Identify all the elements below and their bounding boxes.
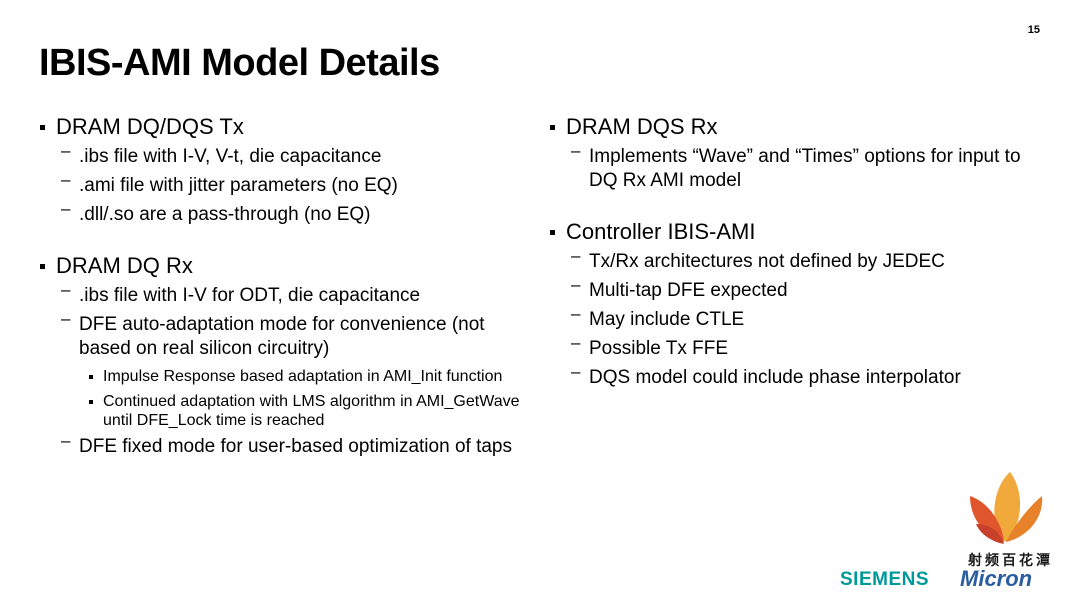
bullet-heading: DRAM DQ/DQS Tx	[40, 114, 520, 140]
square-bullet-icon	[550, 125, 555, 130]
dash-bullet-icon: –	[571, 333, 581, 352]
bullet-heading-text: Controller IBIS-AMI	[566, 219, 756, 244]
sub-bullet: – DFE auto-adaptation mode for convenien…	[40, 309, 520, 361]
bullet-group: Controller IBIS-AMI – Tx/Rx architecture…	[550, 219, 1030, 390]
bullet-group: DRAM DQ/DQS Tx – .ibs file with I-V, V-t…	[40, 114, 520, 227]
square-bullet-icon	[40, 264, 45, 269]
sub-bullet-text: DFE fixed mode for user-based optimizati…	[79, 436, 512, 457]
flower-petal-icon	[1006, 496, 1043, 542]
right-column: DRAM DQS Rx – Implements “Wave” and “Tim…	[550, 114, 1030, 416]
sub-bullet-text: .ami file with jitter parameters (no EQ)	[79, 175, 398, 196]
bullet-heading: DRAM DQS Rx	[550, 114, 1030, 140]
sub-bullet: – May include CTLE	[550, 304, 1030, 332]
sub-bullet-text: DFE auto-adaptation mode for convenience…	[79, 314, 485, 359]
dash-bullet-icon: –	[571, 362, 581, 381]
slide-title: IBIS-AMI Model Details	[39, 42, 440, 84]
square-bullet-icon	[40, 125, 45, 130]
dash-bullet-icon: –	[571, 304, 581, 323]
dash-bullet-icon: –	[571, 141, 581, 160]
square-bullet-icon	[89, 375, 93, 379]
dash-bullet-icon: –	[61, 170, 71, 189]
square-bullet-icon	[89, 400, 93, 404]
dash-bullet-icon: –	[61, 431, 71, 450]
dash-bullet-icon: –	[61, 309, 71, 328]
bullet-group: DRAM DQS Rx – Implements “Wave” and “Tim…	[550, 114, 1030, 193]
sub-bullet: – Implements “Wave” and “Times” options …	[550, 141, 1030, 193]
dash-bullet-icon: –	[571, 275, 581, 294]
sub-bullet: – .ami file with jitter parameters (no E…	[40, 170, 520, 198]
sub-sub-bullet-text: Impulse Response based adaptation in AMI…	[103, 368, 503, 385]
sub-bullet: – .ibs file with I-V, V-t, die capacitan…	[40, 141, 520, 169]
flower-petal-icon	[970, 496, 1004, 542]
sub-bullet: – Possible Tx FFE	[550, 333, 1030, 361]
sub-bullet-text: Tx/Rx architectures not defined by JEDEC	[589, 251, 945, 272]
bullet-heading: DRAM DQ Rx	[40, 253, 520, 279]
dash-bullet-icon: –	[61, 141, 71, 160]
page-number: 15	[1027, 24, 1040, 36]
sub-bullet-text: Possible Tx FFE	[589, 338, 729, 359]
sub-bullet: – .ibs file with I-V for ODT, die capaci…	[40, 280, 520, 308]
square-bullet-icon	[550, 230, 555, 235]
bullet-heading-text: DRAM DQ/DQS Tx	[56, 114, 244, 139]
cjk-watermark-label: 射频百花潭	[968, 552, 1053, 568]
sub-bullet-text: .dll/.so are a pass-through (no EQ)	[79, 204, 371, 225]
left-column: DRAM DQ/DQS Tx – .ibs file with I-V, V-t…	[40, 114, 520, 485]
micron-logo: Micron	[960, 566, 1033, 591]
sub-bullet-text: .ibs file with I-V for ODT, die capacita…	[79, 285, 421, 306]
sub-bullet-text: Implements “Wave” and “Times” options fo…	[589, 146, 1021, 191]
bullet-group: DRAM DQ Rx – .ibs file with I-V for ODT,…	[40, 253, 520, 459]
dash-bullet-icon: –	[571, 246, 581, 265]
bullet-heading-text: DRAM DQ Rx	[56, 253, 193, 278]
sub-bullet: – Tx/Rx architectures not defined by JED…	[550, 246, 1030, 274]
flower-petal-icon	[994, 472, 1021, 542]
sub-sub-bullet: Continued adaptation with LMS algorithm …	[40, 392, 520, 430]
dash-bullet-icon: –	[61, 280, 71, 299]
sub-bullet: – DFE fixed mode for user-based optimiza…	[40, 431, 520, 459]
sub-bullet-text: May include CTLE	[589, 309, 745, 330]
sub-sub-bullet: Impulse Response based adaptation in AMI…	[40, 367, 520, 386]
siemens-logo: SIEMENS	[840, 569, 930, 590]
sub-bullet-text: Multi-tap DFE expected	[589, 280, 788, 301]
flower-petal-icon	[976, 524, 1004, 544]
dash-bullet-icon: –	[61, 199, 71, 218]
sub-bullet: – .dll/.so are a pass-through (no EQ)	[40, 199, 520, 227]
sub-bullet-text: .ibs file with I-V, V-t, die capacitance	[79, 146, 382, 167]
sub-bullet-text: DQS model could include phase interpolat…	[589, 367, 961, 388]
sub-sub-bullet-text: Continued adaptation with LMS algorithm …	[103, 393, 520, 429]
sub-bullet: – Multi-tap DFE expected	[550, 275, 1030, 303]
flower-logo-icon	[970, 472, 1043, 544]
bullet-heading: Controller IBIS-AMI	[550, 219, 1030, 245]
bullet-heading-text: DRAM DQS Rx	[566, 114, 718, 139]
sub-bullet: – DQS model could include phase interpol…	[550, 362, 1030, 390]
